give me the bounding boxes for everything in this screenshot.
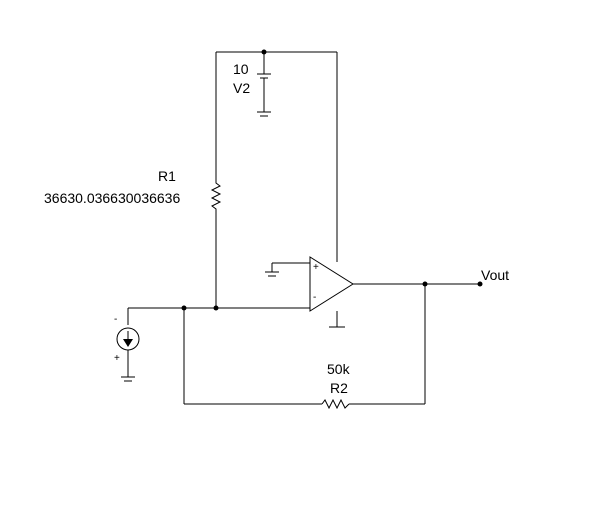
opamp-plus-sign: +	[313, 262, 319, 273]
r1-name-label: R1	[158, 168, 176, 184]
r1-value-label: 36630.036630036636	[44, 190, 180, 206]
v2-name-label: V2	[233, 80, 250, 96]
junction-dot-output	[422, 281, 428, 287]
feedback-wire	[183, 284, 426, 405]
inverting-input-wire	[127, 307, 310, 325]
junction-dot-v2	[261, 49, 267, 55]
current-source-minus-sign: -	[114, 314, 117, 325]
vout-terminal-dot	[477, 281, 483, 287]
top-rail-wires	[215, 51, 338, 262]
noninverting-ground-icon	[265, 271, 279, 277]
current-source	[116, 327, 140, 377]
r2-resistor	[321, 398, 350, 410]
opamp-minus-sign: -	[313, 292, 316, 303]
current-source-ground-icon	[121, 376, 135, 382]
vout-label: Vout	[481, 267, 509, 283]
r1-resistor	[210, 170, 222, 308]
v2-battery	[257, 52, 271, 112]
r2-value-label: 50k	[327, 361, 351, 377]
junction-dot-r1	[213, 305, 219, 311]
r2-name-label: R2	[330, 380, 348, 396]
v2-ground-icon	[257, 111, 271, 117]
current-source-plus-sign: +	[114, 353, 120, 364]
opamp-symbol	[309, 256, 354, 328]
v2-value-label: 10	[233, 61, 249, 77]
noninverting-ground-wire	[271, 262, 310, 272]
